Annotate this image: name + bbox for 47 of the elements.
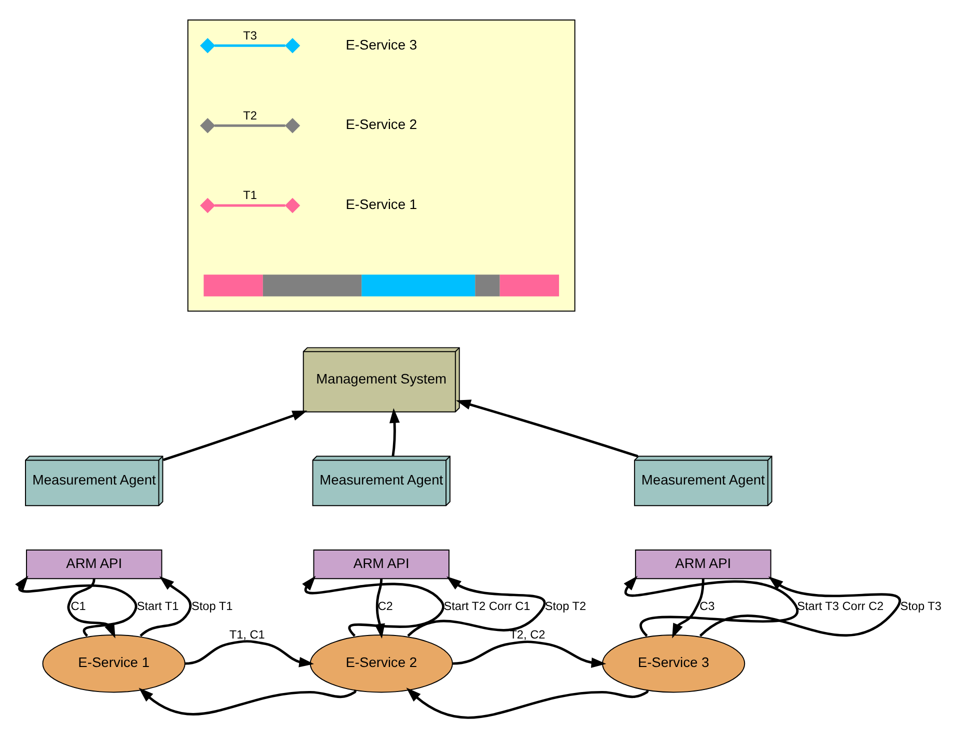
label: E-Service 3 xyxy=(346,36,418,52)
node-diamond xyxy=(200,38,216,54)
node-ellipse: E-Service 1 xyxy=(42,634,186,693)
node-diamond xyxy=(200,118,216,134)
edge-label: Start T2 Corr C1 xyxy=(444,598,530,613)
edge-label: T2 xyxy=(243,108,257,122)
arrow xyxy=(184,640,314,668)
arrow xyxy=(15,576,138,637)
arrow xyxy=(407,576,546,637)
node-box: ARM API xyxy=(26,550,162,580)
node-box: ARM API xyxy=(635,550,772,580)
edge-label: Stop T3 xyxy=(900,598,942,613)
connector xyxy=(214,124,286,127)
edge-label: Stop T1 xyxy=(191,598,233,613)
arrow xyxy=(67,578,116,638)
connector xyxy=(214,204,286,207)
edge-label: C3 xyxy=(700,598,715,613)
arrow xyxy=(302,576,444,637)
node-ellipse: E-Service 3 xyxy=(602,634,746,693)
edge-label: Start T1 xyxy=(136,598,179,613)
edge-label: T1, C1 xyxy=(229,628,265,642)
node-box: ARM API xyxy=(313,550,450,580)
arrow xyxy=(162,410,308,462)
edge-label: C1 xyxy=(70,598,86,613)
arrow xyxy=(699,576,901,637)
edge-label: Stop T2 xyxy=(544,598,586,613)
edge-label: Start T3 Corr C2 xyxy=(797,598,884,613)
node-ellipse: E-Service 2 xyxy=(310,634,453,693)
edge-label: T2, C2 xyxy=(510,628,546,642)
arrow xyxy=(624,576,798,637)
arrow xyxy=(389,408,400,456)
edge-label: T3 xyxy=(243,28,257,42)
arrow xyxy=(138,688,357,716)
label: E-Service 2 xyxy=(346,116,418,132)
arrow xyxy=(452,640,606,668)
arrow xyxy=(672,578,704,638)
arrow xyxy=(456,400,638,458)
node-diamond xyxy=(284,198,300,214)
arrow xyxy=(406,688,649,719)
node-diamond xyxy=(284,38,300,54)
node-diamond xyxy=(200,198,216,214)
arrow xyxy=(140,576,192,637)
cluster xyxy=(187,19,576,312)
edge-label: T1 xyxy=(243,188,257,202)
node-diamond xyxy=(284,118,300,134)
label: E-Service 1 xyxy=(346,196,418,212)
connector xyxy=(214,44,286,47)
